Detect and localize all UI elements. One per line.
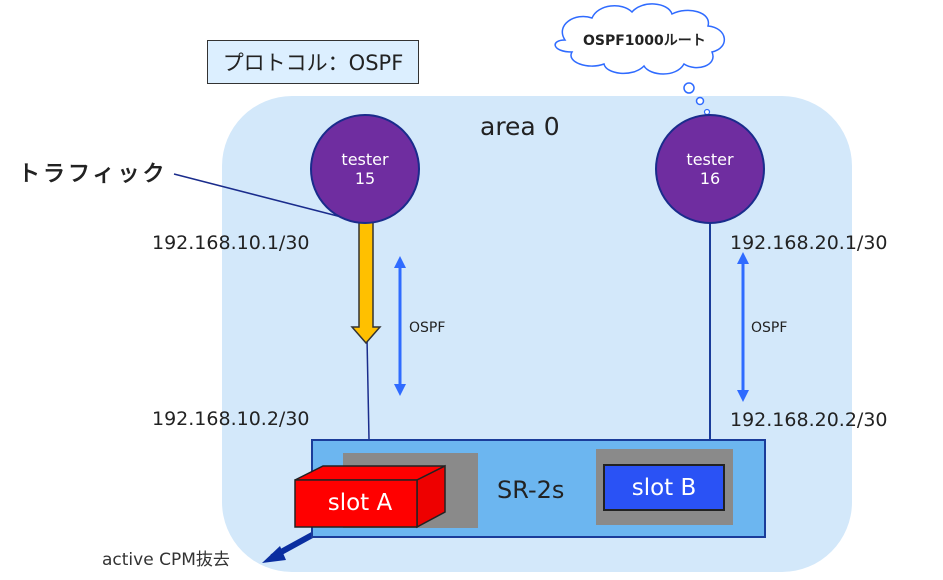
traffic-callout-line <box>173 173 358 222</box>
ip-label-right-bottom: 192.168.20.2/30 <box>730 409 888 431</box>
cloud-callout <box>554 3 725 75</box>
tester-16-node[interactable]: tester 16 <box>655 114 765 224</box>
ospf-label-left: OSPF <box>409 320 446 336</box>
traffic-label: トラフィック <box>18 162 168 187</box>
cloud-bubble <box>695 96 705 106</box>
ip-label-left-top: 192.168.10.1/30 <box>152 232 310 254</box>
ospf-label-right: OSPF <box>751 320 788 336</box>
slot-a-label: slot A <box>327 490 393 516</box>
tester-15-node[interactable]: tester 15 <box>310 114 420 224</box>
tester-id: 15 <box>354 169 376 188</box>
slot-b-label: slot B <box>631 474 697 501</box>
removal-label: active CPM抜去 <box>102 550 230 570</box>
router-name: SR-2s <box>497 476 565 504</box>
tester-name: tester <box>341 150 389 169</box>
ip-label-right-top: 192.168.20.1/30 <box>730 232 888 254</box>
removal-arrow-head <box>262 546 286 563</box>
protocol-label: プロトコル：OSPF <box>222 51 404 75</box>
protocol-label-box: プロトコル：OSPF <box>207 40 419 84</box>
tester-id: 16 <box>699 169 721 188</box>
cloud-label: OSPF1000ルート <box>583 33 706 49</box>
ip-label-left-bottom: 192.168.10.2/30 <box>152 408 310 430</box>
tester-name: tester <box>686 150 734 169</box>
cloud-bubble <box>683 82 695 94</box>
slot-b-card[interactable]: slot B <box>603 464 725 511</box>
link-left-line <box>366 337 370 440</box>
slot-a-card[interactable] <box>290 460 450 532</box>
traffic-arrow <box>350 220 382 345</box>
area-label: area 0 <box>480 112 560 141</box>
